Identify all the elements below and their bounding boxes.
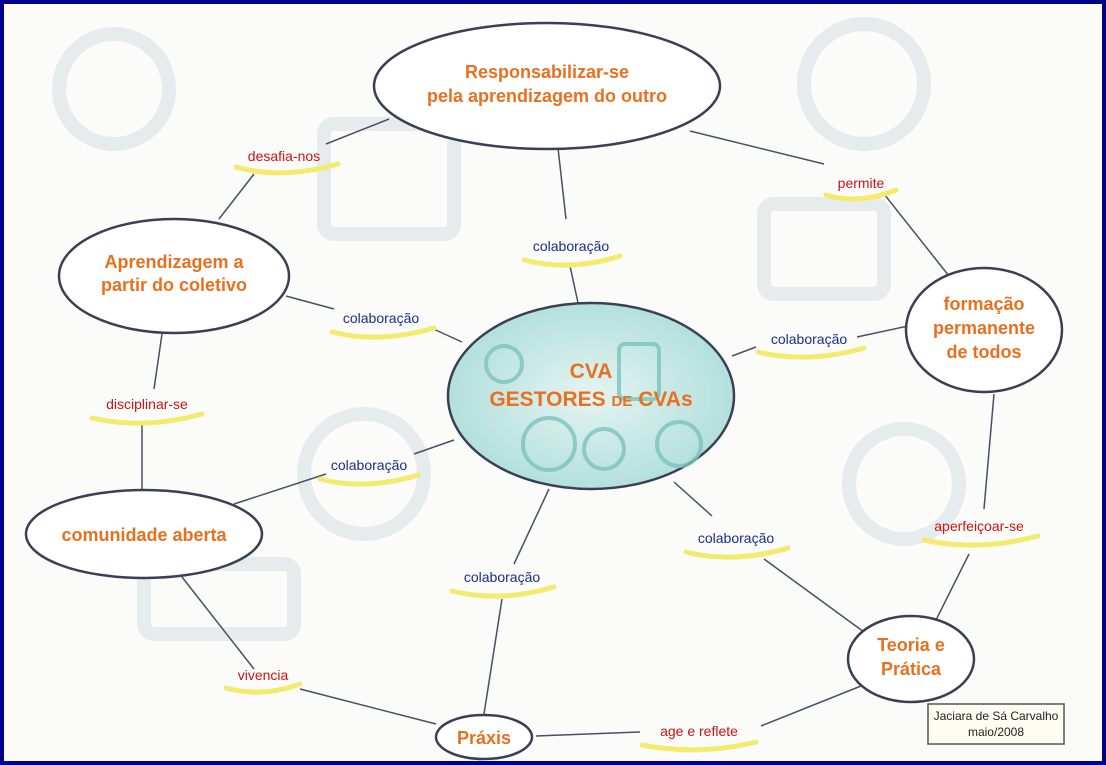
link-colab-lowleft: colaboração	[317, 457, 421, 487]
signature-box: Jaciara de Sá Carvalho maio/2008	[927, 703, 1065, 745]
link-colab-right-text: colaboração	[771, 331, 847, 347]
link-permite-text: permite	[838, 175, 885, 191]
node-aprendizagem-line1: Aprendizagem a	[104, 252, 244, 272]
signature-date: maio/2008	[968, 725, 1024, 739]
node-aprendizagem-line2: partir do coletivo	[101, 275, 247, 295]
connector-lines	[141, 118, 995, 737]
node-formacao-line2: permanente	[933, 318, 1035, 338]
link-colab-left-text: colaboração	[343, 310, 419, 326]
link-colab-bottom: colaboração	[449, 569, 557, 599]
center-title-line1: CVA	[570, 360, 613, 383]
link-aperfeicoar: aperfeiçoar-se	[921, 518, 1041, 548]
link-colab-lowright-text: colaboração	[698, 530, 774, 546]
concept-map: Responsabilizar-se pela aprendizagem do …	[24, 17, 1065, 761]
node-praxis: Práxis	[434, 713, 534, 761]
link-colab-bottom-text: colaboração	[464, 569, 540, 585]
node-formacao-line3: de todos	[947, 342, 1022, 362]
center-title-de: DE	[612, 393, 633, 410]
node-teoria-line1: Teoria e	[877, 635, 945, 655]
node-responsabilizar-line2: pela aprendizagem do outro	[427, 86, 667, 106]
link-colab-lowright: colaboração	[683, 530, 791, 560]
link-disciplinar-text: disciplinar-se	[106, 396, 188, 412]
link-age: age e reflete	[639, 723, 759, 753]
center-title-line2: GESTORES DE CVAs	[489, 388, 692, 411]
link-vivencia-text: vivencia	[238, 667, 289, 683]
link-desafia-text: desafia-nos	[248, 148, 320, 164]
node-formacao-line1: formação	[943, 294, 1024, 314]
node-responsabilizar: Responsabilizar-se pela aprendizagem do …	[372, 21, 722, 151]
node-teoria: Teoria e Prática	[846, 614, 976, 704]
node-comunidade-line1: comunidade aberta	[61, 525, 227, 545]
node-formacao: formação permanente de todos	[904, 266, 1064, 394]
link-disciplinar: disciplinar-se	[89, 396, 205, 426]
center-title-cvas: CVAs	[638, 388, 692, 411]
link-colab-lowleft-text: colaboração	[331, 457, 407, 473]
center-illustration	[484, 342, 703, 472]
link-colab-top: colaboração	[521, 238, 623, 268]
node-praxis-line1: Práxis	[457, 728, 511, 748]
center-title-gestores: GESTORES	[489, 388, 605, 411]
node-teoria-line2: Prática	[881, 659, 942, 679]
node-responsabilizar-line1: Responsabilizar-se	[465, 62, 629, 82]
signature-name: Jaciara de Sá Carvalho	[934, 709, 1059, 723]
link-labels: desafia-nos permite colaboração colabora…	[89, 148, 1041, 753]
link-aperfeicoar-text: aperfeiçoar-se	[934, 518, 1024, 534]
link-colab-top-text: colaboração	[533, 238, 609, 254]
node-aprendizagem: Aprendizagem a partir do coletivo	[57, 217, 291, 335]
node-center-cva: CVA GESTORES DE CVAs	[446, 301, 736, 491]
link-colab-left: colaboração	[329, 310, 437, 340]
link-permite: permite	[823, 175, 899, 202]
node-comunidade: comunidade aberta	[24, 488, 264, 580]
link-vivencia: vivencia	[223, 667, 303, 695]
link-age-text: age e reflete	[660, 723, 738, 739]
link-desafia: desafia-nos	[233, 148, 341, 176]
link-colab-right: colaboração	[755, 331, 867, 360]
